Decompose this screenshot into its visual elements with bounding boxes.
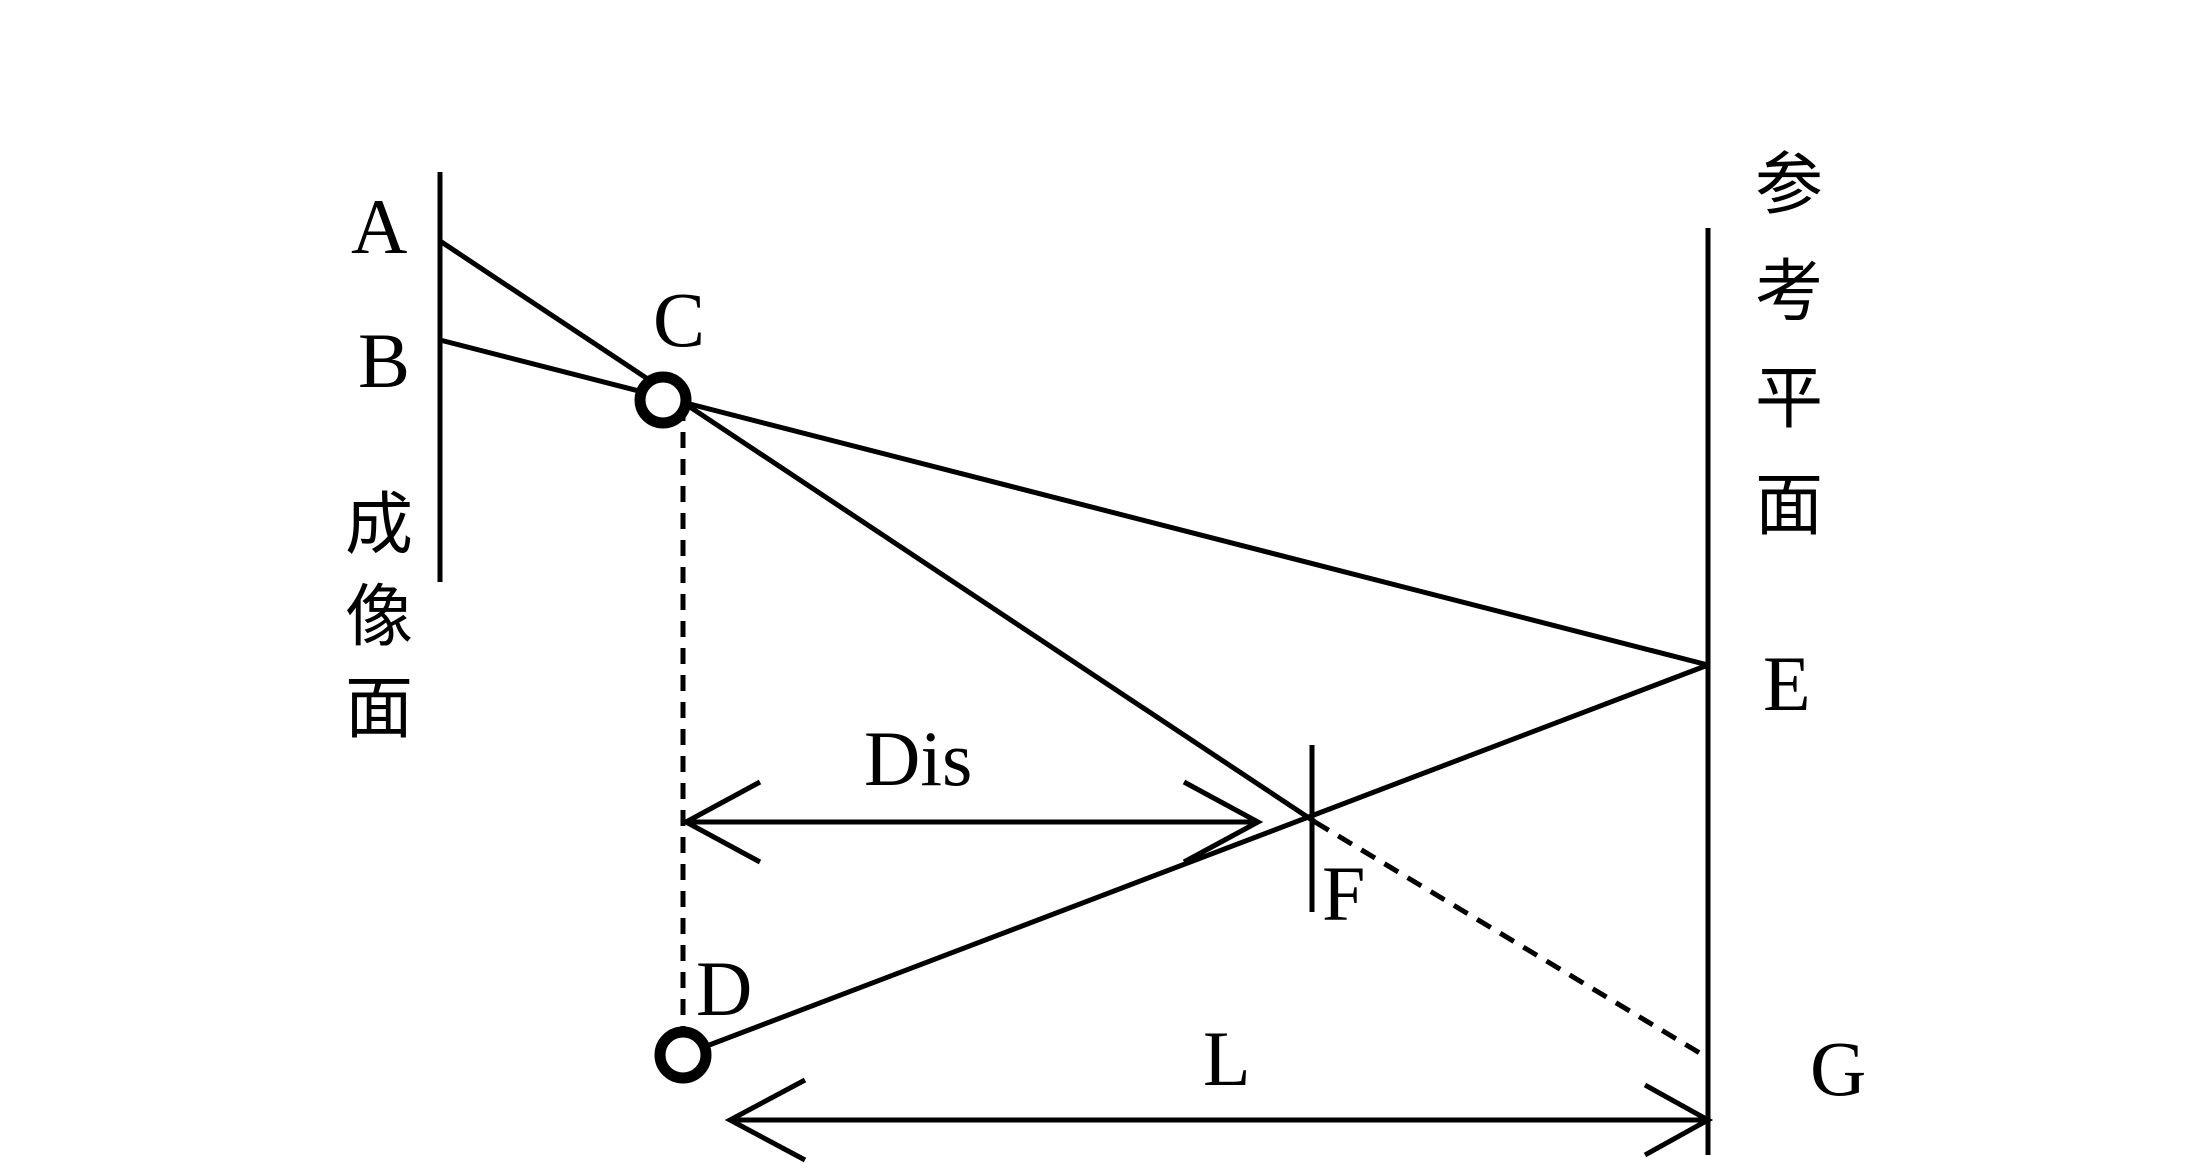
- dis-arrow-right-head: [1182, 779, 1264, 865]
- imaging-plane-char-1: 成: [345, 486, 413, 565]
- imaging-plane-char-2: 像: [345, 578, 413, 657]
- ray-b-to-e: [439, 337, 1709, 668]
- label-dis: Dis: [864, 715, 972, 802]
- label-e: E: [1763, 640, 1811, 727]
- point-d-circle: [654, 1026, 712, 1084]
- l-arrow-right-head: [1643, 1082, 1714, 1158]
- reference-plane-char-1: 参: [1755, 146, 1823, 225]
- ray-f-to-g-dashed: [1313, 819, 1710, 1061]
- ray-a-to-f: [438, 238, 1317, 825]
- imaging-plane-char-3: 面: [345, 670, 413, 749]
- reference-plane-char-2: 考: [1755, 253, 1823, 332]
- reference-plane-char-3: 平: [1755, 360, 1823, 439]
- label-c: C: [653, 276, 705, 363]
- l-arrow-left-head: [724, 1077, 807, 1163]
- dis-arrow-left-head: [680, 779, 762, 865]
- label-f: F: [1322, 850, 1365, 937]
- ray-d-to-e: [682, 662, 1709, 1058]
- label-b: B: [358, 317, 410, 404]
- reference-plane-char-4: 面: [1755, 467, 1823, 546]
- label-a: A: [351, 183, 407, 270]
- label-d: D: [696, 945, 752, 1032]
- label-g: G: [1810, 1025, 1866, 1112]
- point-c-circle: [634, 371, 692, 429]
- label-l: L: [1203, 1015, 1251, 1102]
